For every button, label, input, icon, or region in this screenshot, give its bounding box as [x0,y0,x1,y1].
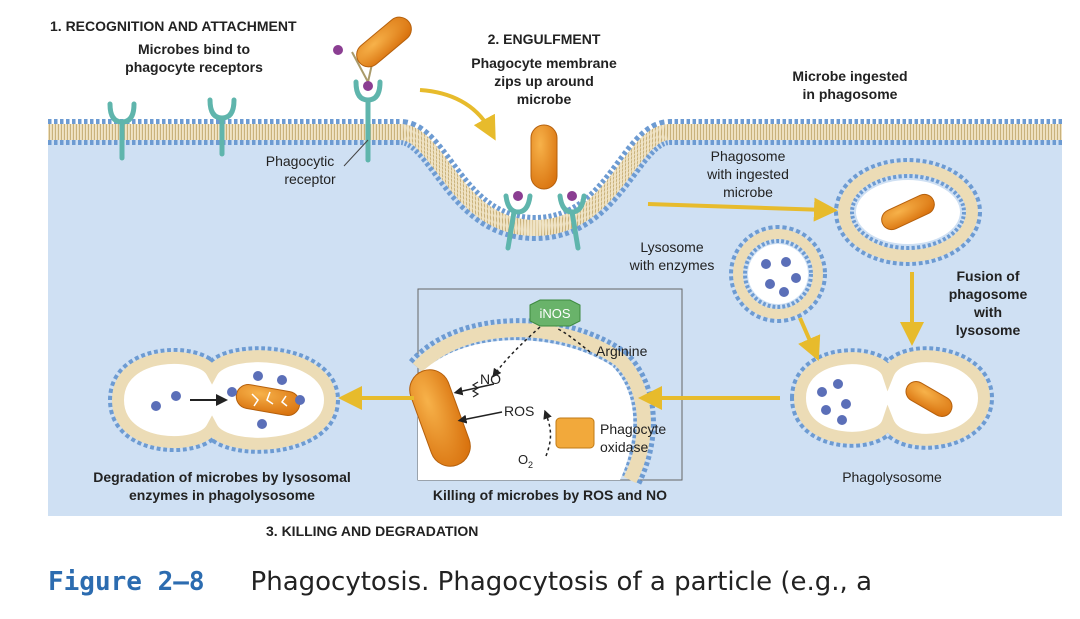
arginine-label: Arginine [596,343,648,359]
plasma-membrane [48,119,1062,242]
fusion-label-3: with [973,304,1002,320]
receptor-label-1: Phagocytic [266,153,334,169]
receptor-3 [353,79,383,163]
lysosome-label-1: Lysosome [640,239,704,255]
phagolysosome [789,346,995,450]
microbe-ingested-2: in phagosome [803,86,898,102]
killing-inset [408,288,683,486]
phagosome-label-3: microbe [723,184,773,200]
ros-label: ROS [504,403,534,419]
o2-label: O [518,452,528,467]
step2-title: 2. ENGULFMENT [488,31,601,47]
step2-desc-3: microbe [517,91,572,107]
step1-desc-2: phagocyte receptors [125,59,263,75]
microbe-binding [333,16,412,91]
figure-number: Figure 2–8 [48,567,205,597]
step1-desc-1: Microbes bind to [138,41,250,57]
phagosome-label-2: with ingested [706,166,789,182]
o2-subscript: 2 [528,460,533,470]
phagolysosome-label: Phagolysosome [842,469,942,485]
engulfed-microbe-group [503,124,587,251]
step2-desc-1: Phagocyte membrane [471,55,617,71]
degradation-vesicle [107,346,341,454]
step1-title: 1. RECOGNITION AND ATTACHMENT [50,18,297,34]
receptor-pointer [343,139,369,167]
phagosome [834,158,982,266]
receptor-1 [107,101,137,161]
degradation-label-1: Degradation of microbes by lysosomal [93,469,351,485]
microbe-ingested-1: Microbe ingested [792,68,907,84]
fusion-label-1: Fusion of [957,268,1020,284]
process-arrows [338,88,924,410]
no-label: NO [480,371,501,387]
lysosome [729,225,827,323]
inos-badge [529,299,581,327]
step3-title: 3. KILLING AND DEGRADATION [266,523,478,539]
oxidase-label-1: Phagocyte [600,421,666,437]
step2-desc-2: zips up around [494,73,594,89]
fusion-label-4: lysosome [956,322,1021,338]
killing-label: Killing of microbes by ROS and NO [433,487,667,503]
receptor-2 [207,97,237,157]
fusion-label-2: phagosome [949,286,1028,302]
degradation-label-2: enzymes in phagolysosome [129,487,315,503]
lysosome-label-2: with enzymes [629,257,715,273]
oxidase-label-2: oxidase [600,439,648,455]
phagosome-label-1: Phagosome [711,148,786,164]
figure-caption-text: Phagocytosis. Phagocytosis of a particle… [250,567,873,597]
inos-label: iNOS [539,306,570,321]
receptor-label-2: receptor [284,171,336,187]
figure-caption: Figure 2–8 Phagocytosis. Phagocytosis of … [48,566,872,597]
